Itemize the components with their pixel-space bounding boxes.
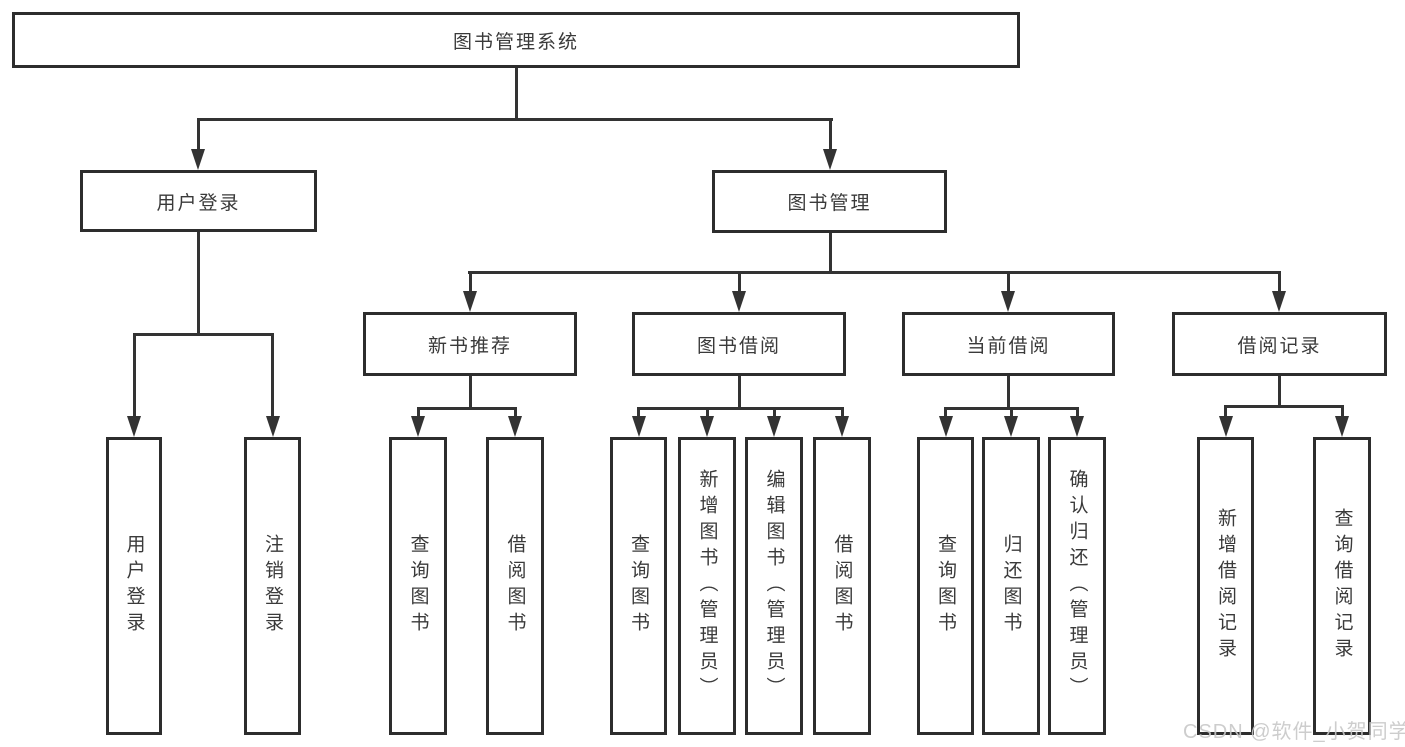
arrowhead-down-icon: [1272, 291, 1286, 312]
connector-line: [132, 334, 136, 419]
connector-line: [737, 272, 741, 293]
connector-line: [637, 407, 640, 419]
node-label: 查询图书: [935, 534, 956, 638]
connector-line: [468, 270, 1281, 274]
arrowhead-down-icon: [835, 416, 849, 437]
connector-line: [468, 272, 472, 293]
arrowhead-down-icon: [1218, 416, 1233, 437]
node-label: 借阅图书: [504, 534, 526, 638]
connector-line: [416, 407, 420, 419]
leaf-borrow-books-1: 借阅图书: [486, 437, 544, 735]
arrowhead-down-icon: [1004, 416, 1018, 437]
node-label: 用户登录: [156, 192, 241, 214]
leaf-add-borrow-record: 新增借阅记录: [1197, 437, 1254, 735]
node-label: 新增借阅记录: [1215, 508, 1236, 664]
connector-line: [944, 406, 1079, 410]
node-new-book-recommend: 新书推荐: [363, 312, 577, 376]
leaf-add-books-admin: 新增图书（管理员）: [678, 437, 736, 735]
leaf-query-books-3: 查询图书: [917, 437, 974, 735]
connector-line: [944, 407, 947, 419]
node-book-borrow: 图书借阅: [632, 312, 846, 376]
arrowhead-down-icon: [631, 416, 646, 437]
node-label: 当前借阅: [966, 335, 1051, 357]
arrowhead-down-icon: [823, 149, 837, 170]
connector-line: [1224, 404, 1344, 408]
connector-line: [737, 376, 741, 410]
connector-line: [513, 407, 517, 419]
connector-line: [1006, 376, 1010, 410]
leaf-edit-books-admin: 编辑图书（管理员）: [745, 437, 803, 735]
node-current-borrow: 当前借阅: [902, 312, 1115, 376]
node-library-management-system: 图书管理系统: [12, 12, 1020, 68]
connector-line: [840, 407, 844, 419]
node-label: 归还图书: [1000, 534, 1022, 638]
connector-line: [514, 68, 518, 121]
node-user-login: 用户登录: [80, 170, 317, 232]
arrowhead-down-icon: [127, 416, 141, 437]
node-book-management: 图书管理: [712, 170, 947, 233]
connector-line: [1224, 405, 1227, 419]
connector-line: [828, 233, 832, 274]
connector-line: [271, 334, 274, 419]
node-label: 查询借阅记录: [1331, 508, 1353, 664]
node-label: 图书借阅: [696, 335, 781, 357]
node-label: 借阅记录: [1237, 335, 1322, 357]
connector-line: [637, 406, 844, 410]
node-label: 新增图书（管理员）: [696, 469, 718, 703]
csdn-watermark: CSDN @软件_小贺同学: [1183, 721, 1405, 743]
connector-line: [197, 117, 833, 121]
leaf-logout: 注销登录: [244, 437, 301, 735]
connector-line: [196, 119, 200, 152]
connector-line: [417, 406, 517, 410]
arrowhead-down-icon: [191, 149, 205, 170]
node-label: 注销登录: [262, 534, 283, 638]
connector-line: [1277, 376, 1281, 407]
node-label: 查询图书: [407, 534, 429, 638]
arrowhead-down-icon: [767, 416, 781, 437]
connector-line: [1006, 272, 1010, 293]
connector-line: [1277, 272, 1281, 293]
arrowhead-down-icon: [265, 416, 280, 437]
node-label: 图书管理: [787, 193, 872, 214]
arrowhead-down-icon: [508, 416, 522, 437]
connector-line: [196, 232, 200, 336]
leaf-borrow-books-2: 借阅图书: [813, 437, 871, 735]
leaf-user-login: 用户登录: [106, 437, 162, 735]
leaf-query-borrow-record: 查询借阅记录: [1313, 437, 1371, 735]
node-label: 新书推荐: [427, 335, 512, 357]
leaf-query-books-2: 查询图书: [610, 437, 667, 735]
connector-line: [1075, 407, 1079, 419]
arrowhead-down-icon: [463, 291, 477, 312]
arrowhead-down-icon: [1070, 416, 1084, 437]
leaf-confirm-return-admin: 确认归还（管理员）: [1048, 437, 1106, 735]
node-label: 查询图书: [628, 534, 649, 638]
arrowhead-down-icon: [732, 291, 746, 312]
arrowhead-down-icon: [1335, 416, 1349, 437]
node-borrow-records: 借阅记录: [1172, 312, 1387, 376]
node-label: 用户登录: [123, 534, 145, 638]
connector-line: [1009, 407, 1013, 419]
node-label: 编辑图书（管理员）: [763, 469, 785, 703]
node-label: 借阅图书: [831, 534, 853, 638]
connector-line: [468, 376, 472, 410]
connector-line: [828, 119, 832, 152]
leaf-return-books: 归还图书: [982, 437, 1040, 735]
leaf-query-books-1: 查询图书: [389, 437, 447, 735]
arrowhead-down-icon: [700, 416, 714, 437]
connector-line: [772, 407, 776, 419]
node-label: 确认归还（管理员）: [1066, 469, 1088, 703]
connector-line: [1340, 405, 1344, 419]
connector-line: [133, 332, 274, 336]
arrowhead-down-icon: [411, 416, 425, 437]
connector-line: [705, 407, 709, 419]
arrowhead-down-icon: [1001, 291, 1015, 312]
node-label: 图书管理系统: [452, 31, 579, 53]
arrowhead-down-icon: [938, 416, 953, 437]
